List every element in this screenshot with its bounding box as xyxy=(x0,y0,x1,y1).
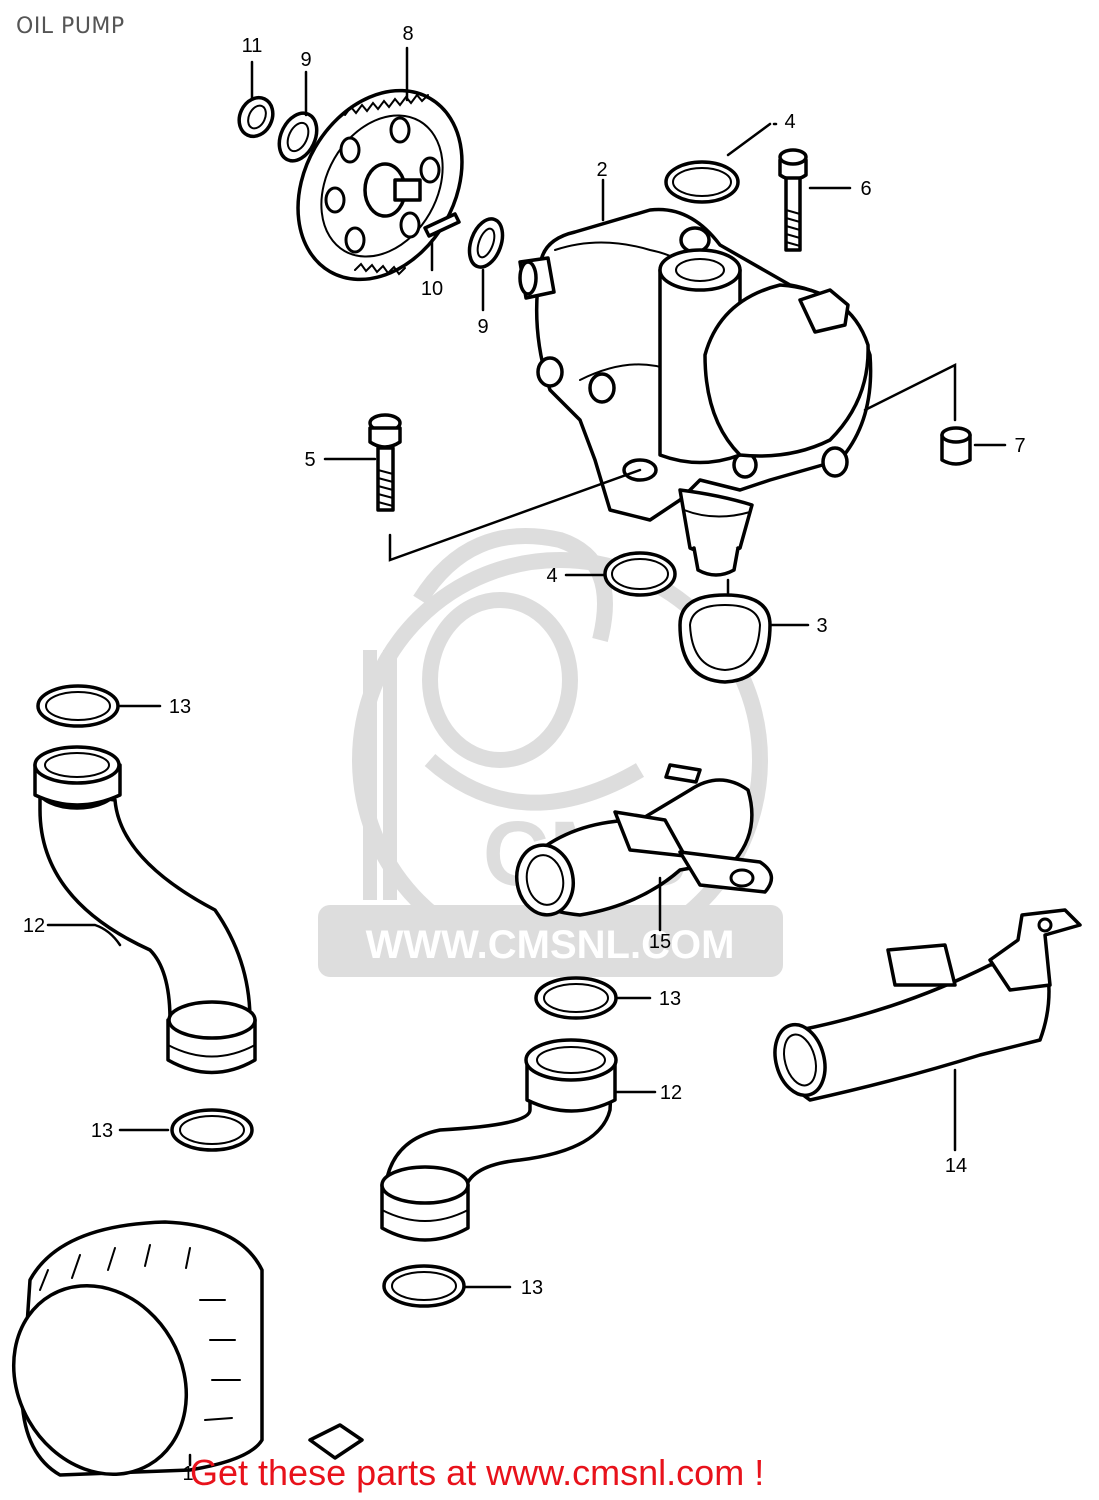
callout-2: 2 xyxy=(596,159,607,181)
callout-4-lower: 4 xyxy=(546,565,557,587)
part-3-gasket xyxy=(678,593,772,684)
callout-13-b: 13 xyxy=(91,1120,113,1142)
callout-5: 5 xyxy=(304,449,315,471)
page-title: OIL PUMP xyxy=(16,14,125,39)
callout-4-top: 4 xyxy=(784,111,795,133)
part-7-dowel xyxy=(940,426,972,466)
callout-11: 11 xyxy=(242,35,263,57)
callout-numbers: 11 9 8 4 2 6 10 9 5 7 4 3 13 12 15 13 12… xyxy=(23,23,1026,1485)
callout-9-lower: 9 xyxy=(477,316,488,338)
callout-8: 8 xyxy=(402,23,413,45)
callout-12-center: 12 xyxy=(660,1082,682,1104)
part-13-oring-c xyxy=(534,976,618,1020)
footer-link[interactable]: Get these parts at www.cmsnl.com ! xyxy=(190,1452,765,1493)
callout-15: 15 xyxy=(649,931,671,953)
leader-lines xyxy=(46,46,1007,1467)
part-14-pipe xyxy=(773,908,1082,1102)
part-2-pump-body xyxy=(518,207,873,577)
part-10-pin xyxy=(423,212,461,238)
watermark-text: WWW.CMSNL.COM xyxy=(366,923,735,967)
callout-6: 6 xyxy=(860,178,871,200)
part-12-pipe-center xyxy=(380,1038,618,1242)
callout-9-top: 9 xyxy=(300,49,311,71)
callout-1: 1 xyxy=(182,1463,193,1485)
part-4-oring-lower xyxy=(603,551,677,597)
part-12-pipe-left xyxy=(33,745,257,1075)
part-13-oring-a xyxy=(36,684,120,728)
part-13-oring-d xyxy=(382,1264,466,1308)
part-9-washer-top xyxy=(277,111,319,163)
callout-7: 7 xyxy=(1014,435,1025,457)
callout-12-left: 12 xyxy=(23,915,45,937)
part-8-gear xyxy=(296,88,464,282)
callout-3: 3 xyxy=(816,615,827,637)
part-6-bolt xyxy=(778,148,808,252)
callout-14: 14 xyxy=(945,1155,967,1177)
callout-13-c: 13 xyxy=(659,988,681,1010)
part-1-oil-filter xyxy=(11,1220,364,1477)
part-5-bolt xyxy=(368,413,402,512)
part-4-oring-top xyxy=(664,160,740,204)
callout-13-a: 13 xyxy=(169,696,191,718)
callout-10: 10 xyxy=(421,278,443,300)
callout-13-d: 13 xyxy=(521,1277,543,1299)
part-9-washer-lower xyxy=(467,217,505,269)
part-11-circlip xyxy=(237,95,275,139)
part-15-pipe xyxy=(515,763,774,917)
part-13-oring-b xyxy=(170,1108,254,1152)
